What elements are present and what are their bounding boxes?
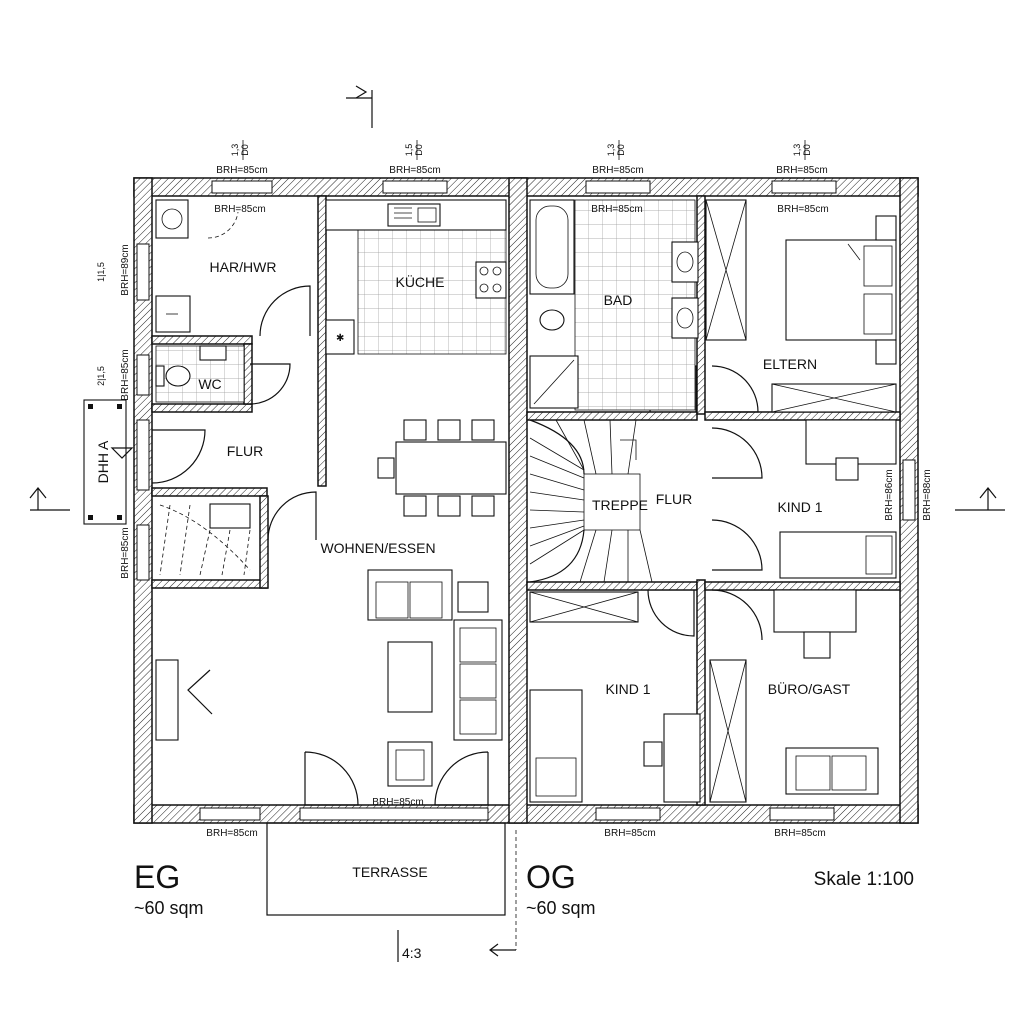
entrance-marker: DHH A [83,399,134,525]
floor-eg-title: EG [134,859,180,895]
toilet-icon [165,365,191,387]
entrance-label: DHH A [95,440,111,483]
window-annotations: BRH=85cm BRH=85cm BRH=85cm BRH=85cm BRH=… [96,140,933,839]
desk-icon [805,419,897,465]
window-label: BRH=85cm [604,828,655,839]
room-flur-eg: FLUR [227,443,264,459]
window-label: BRH=85cm [592,165,643,176]
dim-label: 1,3 [792,144,802,157]
window-label: BRH=85cm [120,349,131,400]
toilet-icon [539,309,565,331]
room-bad: BAD [604,292,633,308]
window-label: BRH=85cm [206,828,257,839]
og-interior-walls [526,195,901,806]
room-buero: BÜRO/GAST [768,680,851,697]
room-wc: WC [198,376,221,392]
window-label: BRH=88cm [922,469,933,520]
bed-icon [785,239,897,341]
window-label: BRH=85cm [777,204,828,215]
eg-room-labels: HAR/HWR KÜCHE WC FLUR WOHNEN/ESSEN [198,259,444,556]
room-wohnen: WOHNEN/ESSEN [320,540,435,556]
dim-label: D0 [802,144,812,156]
window-label: BRH=85cm [120,527,131,578]
eg-doors [151,211,489,806]
dim-label: 2|1,5 [96,366,106,386]
scale-label: Skale 1:100 [814,869,914,890]
section-mark-label: 4:3 [402,945,422,961]
dim-label: D0 [414,144,424,156]
og-stairs [529,419,653,583]
section-markers: 4:3 [29,85,1005,962]
sink-icon [387,203,441,227]
eg-furniture: ✱ [155,199,507,787]
bathtub-icon [529,199,575,295]
dim-label: 1,5 [404,144,414,157]
floor-og-title: OG [526,859,576,895]
window-label: BRH=85cm [774,828,825,839]
bed-icon [529,689,583,803]
room-flur-og: FLUR [656,491,693,507]
window-label: BRH=85cm [776,165,827,176]
dim-label: D0 [616,144,626,156]
bed-icon [779,531,897,579]
dim-label: 1,3 [606,144,616,157]
room-kueche: KÜCHE [395,273,444,290]
sink-icon [671,241,699,283]
coffee-table [387,641,433,713]
og-furniture [529,199,897,803]
terrace-label: TERRASSE [352,864,427,880]
window-label: BRH=89cm [120,244,131,295]
washer-icon [155,199,189,239]
window-label: BRH=85cm [214,204,265,215]
room-kind1-left: KIND 1 [605,681,650,697]
window-label: BRH=85cm [216,165,267,176]
stove-icon [475,261,507,299]
svg-text:✱: ✱ [336,333,344,344]
dim-label: D0 [240,144,250,156]
floor-eg-area: ~60 sqm [134,898,204,918]
terrace-outline [266,822,506,916]
dim-label: 1|1,5 [96,262,106,282]
armchair-icon [387,741,433,787]
floor-titles: EG ~60 sqm OG ~60 sqm Skale 1:100 [134,859,914,918]
window-label: BRH=86cm [884,469,895,520]
room-treppe: TREPPE [592,497,648,513]
og-room-labels: BAD ELTERN TREPPE FLUR KIND 1 KIND 1 BÜR… [592,292,851,697]
room-kind1-right: KIND 1 [777,499,822,515]
room-har: HAR/HWR [210,259,277,275]
dim-label: 1,3 [230,144,240,157]
window-label: BRH=85cm [389,165,440,176]
floor-og-area: ~60 sqm [526,898,596,918]
window-label: BRH=85cm [591,204,642,215]
room-eltern: ELTERN [763,356,817,372]
desk-icon [663,713,701,803]
dining-table [395,441,507,495]
desk-icon [773,589,857,633]
eg-stairs [159,503,251,576]
outer-walls [133,177,919,824]
eg-interior-walls [151,195,327,589]
window-label: BRH=85cm [372,797,423,808]
